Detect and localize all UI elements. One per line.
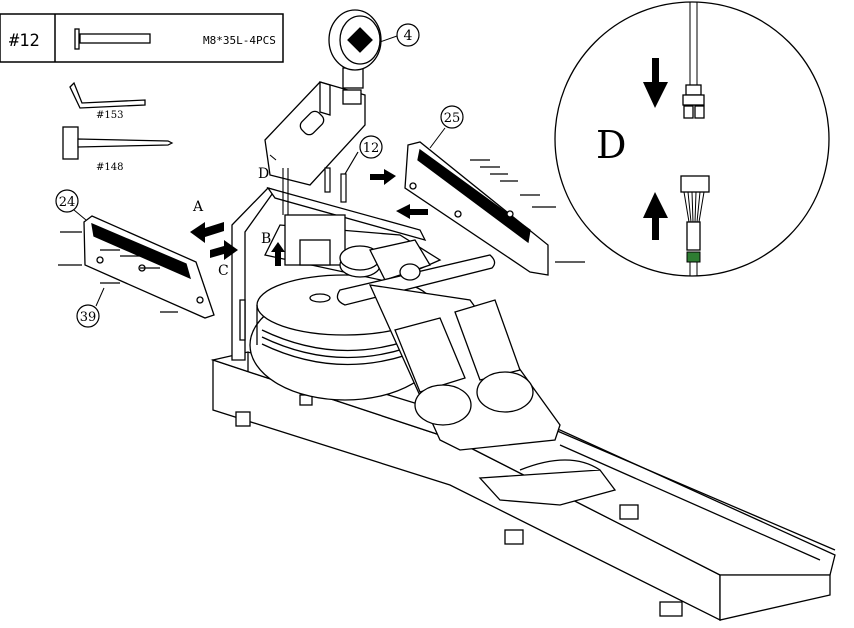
upper-frame [231, 186, 442, 361]
hardware-table: #12 M8*35L-4PCS [0, 13, 284, 63]
callout-left-cover: 24 [55, 189, 87, 221]
monitor-icon [328, 9, 382, 89]
callout-bolt: 12 [359, 135, 383, 159]
rail-frame [210, 351, 836, 622]
arrow-c-icon [210, 240, 238, 260]
arrow-b-icon [271, 242, 285, 266]
callout-screw: 39 [76, 287, 105, 328]
callout-right-cover-number: 25 [444, 111, 461, 126]
callout-screw-number: 39 [80, 310, 97, 325]
callout-monitor-number: 4 [404, 28, 413, 44]
footrest-plate [368, 284, 561, 451]
wire-d [269, 154, 289, 215]
step-letter-b: B [261, 231, 271, 247]
arrow-up-icon [643, 192, 668, 240]
arrow-right-cover-out-icon [396, 204, 428, 219]
bolt-spec: M8*35L-4PCS [203, 34, 276, 47]
hammer-tool-label: #148 [96, 162, 123, 173]
arrow-a-icon [190, 222, 224, 243]
hardware-part-number: #12 [9, 31, 40, 51]
callout-bolt-number: 12 [363, 141, 380, 156]
step-letter-c: C [218, 263, 229, 279]
callout-left-cover-number: 24 [59, 195, 76, 210]
screw-set-left [58, 231, 178, 313]
callout-monitor: 4 [379, 23, 420, 47]
arrow-right-cover-in-icon [370, 169, 396, 185]
arrow-down-icon [643, 58, 668, 108]
hammer-tool-icon [62, 126, 174, 160]
right-cover-panel [404, 141, 549, 276]
connector-upper [682, 2, 705, 119]
allen-key-icon [69, 81, 146, 109]
step-letter-d: D [258, 166, 269, 182]
left-cover-panel [83, 215, 215, 319]
monitor-arm [264, 81, 366, 186]
step-letter-a: A [192, 199, 204, 215]
connector-lower [680, 175, 710, 276]
screw-set-right [470, 159, 585, 263]
detail-view-label: D [596, 123, 626, 167]
allen-key-label: #153 [96, 110, 123, 121]
detail-view-circle: D [554, 1, 830, 277]
bolts-12 [324, 151, 359, 203]
callout-right-cover: 25 [429, 105, 464, 149]
bolt-icon [74, 28, 151, 50]
